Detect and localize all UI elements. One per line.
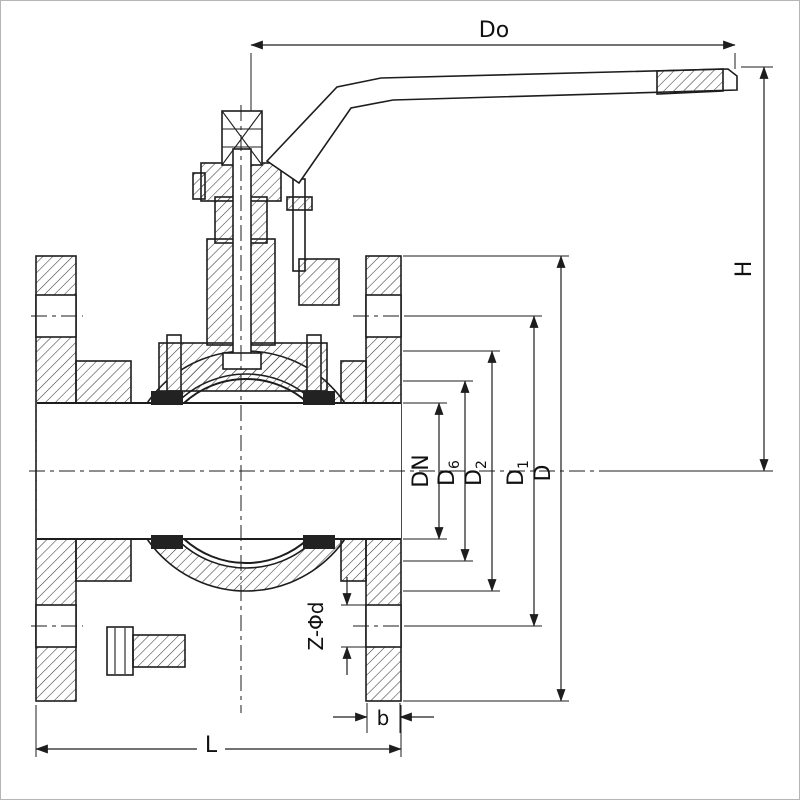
valve-stem (232, 148, 252, 358)
label-d6: D6 (435, 460, 463, 486)
handle (265, 68, 738, 185)
ball (183, 377, 309, 404)
dim-b (333, 703, 434, 733)
handle-lever (265, 68, 738, 185)
gland-nut (286, 196, 313, 211)
centerlines (29, 105, 646, 713)
dim-d2 (403, 350, 500, 592)
dim-d (403, 255, 569, 702)
dim-d6 (403, 380, 473, 562)
handle-grip (656, 68, 724, 95)
label-z-phi-d: Z-Φd (304, 601, 328, 650)
dim-h (601, 66, 773, 472)
dim-l (35, 705, 402, 757)
dim-dn (403, 402, 447, 540)
label-b: b (377, 706, 390, 730)
body-bolt (106, 626, 186, 676)
dim-d1 (405, 315, 542, 627)
gland-bolt (292, 178, 306, 272)
label-h: H (732, 261, 757, 278)
seat-ring (151, 391, 183, 405)
stem-collar (222, 352, 262, 370)
stop-bracket (298, 258, 340, 306)
label-d1: D1 (504, 460, 532, 486)
label-do: Do (479, 18, 509, 43)
dimensions (35, 40, 773, 757)
label-d2: D2 (462, 460, 490, 486)
label-dn: DN (409, 454, 434, 487)
label-d: D (531, 465, 556, 482)
dim-do (250, 40, 736, 111)
label-l: L (205, 733, 218, 758)
dimension-labels: Do H DN D6 D2 D1 D Z-Φd b L (205, 18, 757, 758)
dim-bolt-hole (341, 577, 367, 675)
